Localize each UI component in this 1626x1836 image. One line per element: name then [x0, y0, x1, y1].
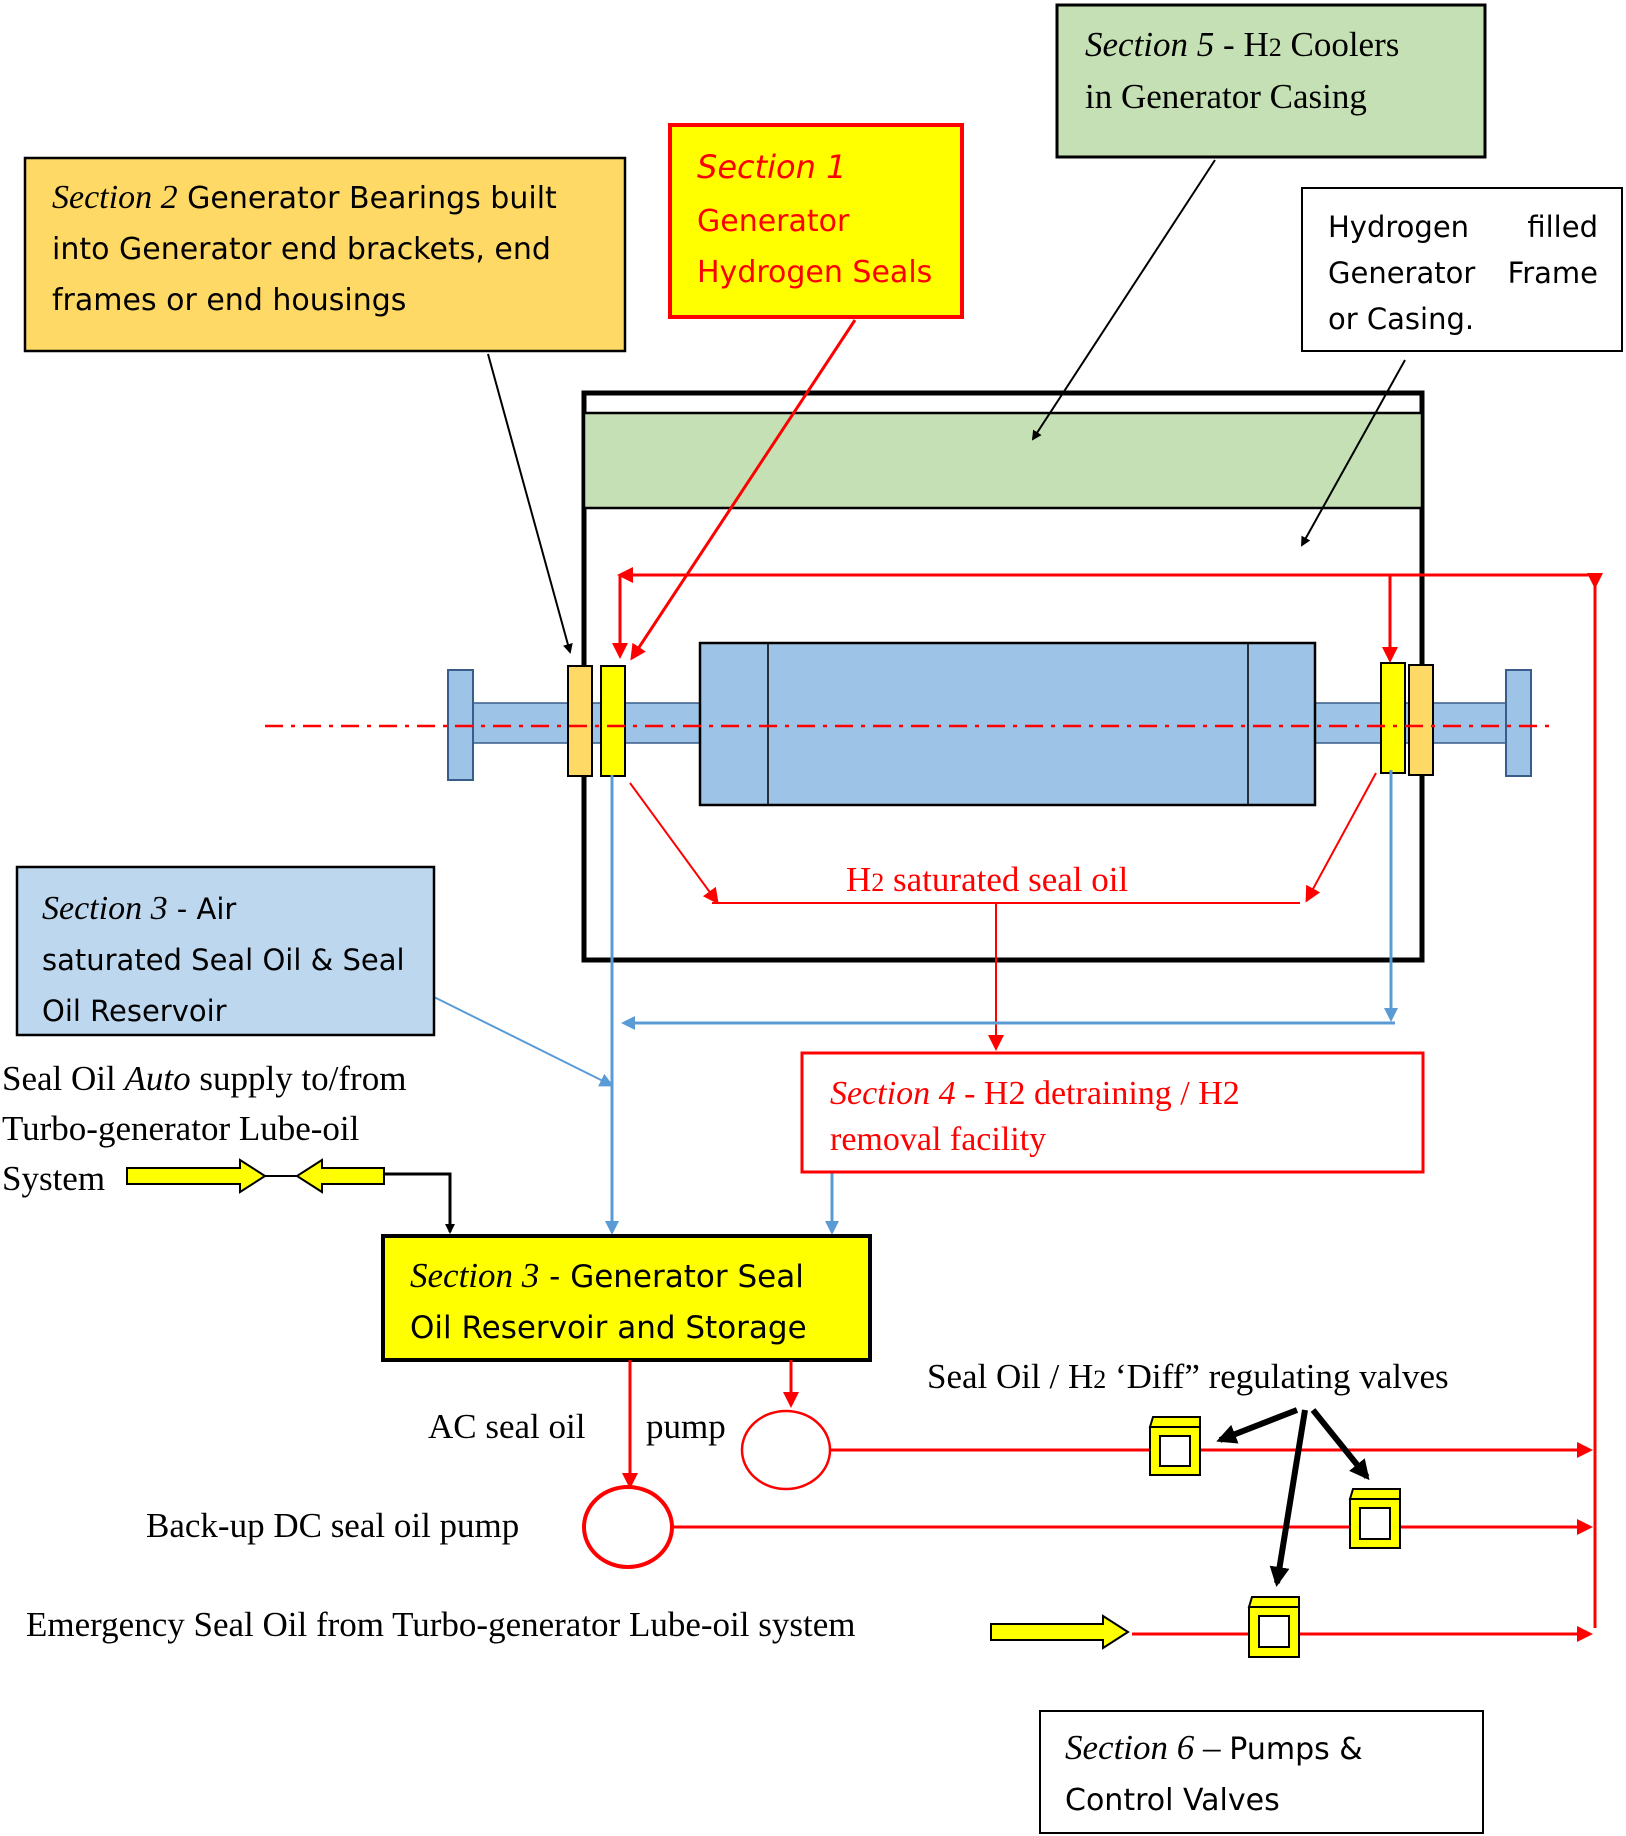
section3-air-tag: Section 3 — [42, 890, 168, 927]
svg-text:Frame: Frame — [1508, 256, 1598, 290]
svg-text:Hydrogen: Hydrogen — [1328, 210, 1469, 244]
regulating-valve-1 — [1148, 1416, 1201, 1476]
frame-label-arrow — [1301, 359, 1406, 547]
pump-lines — [622, 1360, 1593, 1642]
left-bearing — [567, 665, 593, 777]
auto-supply-feed — [384, 1172, 455, 1234]
svg-text:removal facility: removal facility — [830, 1121, 1046, 1158]
section3-air-arrow — [433, 996, 614, 1087]
dc-seal-oil-pump — [582, 1485, 674, 1569]
left-hydrogen-seal — [600, 665, 626, 777]
svg-text:Section 3 - Generator Seal: Section 3 - Generator Seal — [410, 1256, 804, 1295]
ac-seal-oil-pump — [740, 1409, 832, 1491]
svg-text:System: System — [2, 1159, 105, 1198]
ac-pump-label-a: AC seal oil — [428, 1407, 586, 1446]
regulating-valve-3 — [1247, 1596, 1300, 1658]
section4-box: Section 4 - H2 detraining / H2 removal f… — [800, 1051, 1425, 1174]
section1-box: Section 1 Generator Hydrogen Seals — [668, 123, 964, 319]
svg-text:Oil Reservoir: Oil Reservoir — [42, 994, 227, 1028]
svg-text:Section 2 Generator Bearings b: Section 2 Generator Bearings built — [52, 179, 557, 216]
auto-supply-out-arrow — [295, 1158, 385, 1194]
svg-text:filled: filled — [1527, 210, 1598, 244]
svg-text:Section 3 - Air: Section 3 - Air — [42, 890, 236, 927]
section5-arrow — [1031, 159, 1216, 441]
section5-box: Section 5 - H2 Coolers in Generator Casi… — [1055, 3, 1487, 159]
right-coupling — [1505, 669, 1532, 777]
auto-supply-label: Seal Oil Auto supply to/from Turbo-gener… — [2, 1059, 406, 1198]
section6-tag: Section 6 — [1065, 1728, 1195, 1767]
h2-saturated-seal-oil-label: H2 saturated seal oil — [846, 860, 1128, 899]
valves-label: Seal Oil / H2 ‘Diff” regulating valves — [927, 1357, 1449, 1396]
valve-pointer-arrows — [1216, 1407, 1370, 1587]
auto-supply-in-arrow — [126, 1158, 267, 1194]
generator-casing — [581, 390, 1425, 963]
emergency-label: Emergency Seal Oil from Turbo-generator … — [26, 1605, 855, 1644]
section3-res-tag: Section 3 — [410, 1256, 539, 1295]
section1-line2: Generator — [697, 204, 850, 239]
svg-text:Turbo-generator Lube-oil: Turbo-generator Lube-oil — [2, 1109, 360, 1148]
svg-text:Control Valves: Control Valves — [1065, 1783, 1280, 1818]
rotor-body — [698, 641, 1317, 807]
h2-coolers-band — [582, 411, 1424, 510]
section2-line2: into Generator end brackets, end — [52, 232, 551, 267]
seal-oil-supply-loop — [612, 567, 1603, 1628]
section1-line3: Hydrogen Seals — [697, 255, 932, 290]
svg-text:Section 5 - H2 Coolers: Section 5 - H2 Coolers — [1085, 25, 1399, 64]
section2-arrow — [487, 353, 573, 654]
svg-text:Seal Oil Auto supply to/from: Seal Oil Auto supply to/from — [2, 1059, 406, 1098]
svg-text:Generator: Generator — [1328, 256, 1475, 290]
frame-label-box: Hydrogen filled Generator Frame or Casin… — [1301, 187, 1623, 352]
svg-text:Section 4 - H2 detraining / H2: Section 4 - H2 detraining / H2 — [830, 1075, 1240, 1112]
section2-box: Section 2 Generator Bearings built into … — [23, 156, 627, 353]
section2-tag: Section 2 — [52, 179, 178, 216]
right-bearing — [1408, 664, 1434, 776]
section4-tag: Section 4 — [830, 1075, 956, 1112]
h2-saturated-drain — [629, 772, 1377, 1051]
section6-box: Section 6 – Pumps & Control Valves — [1039, 1710, 1484, 1834]
section2-line3: frames or end housings — [52, 283, 406, 318]
svg-text:Section 6 – Pumps &: Section 6 – Pumps & — [1065, 1728, 1363, 1767]
dc-pump-label: Back-up DC seal oil pump — [146, 1506, 519, 1545]
rotor-assembly — [265, 641, 1550, 807]
section5-line2: in Generator Casing — [1085, 77, 1367, 116]
right-hydrogen-seal — [1380, 662, 1406, 774]
emergency-arrow — [990, 1614, 1130, 1650]
svg-text:saturated Seal Oil & Seal: saturated Seal Oil & Seal — [42, 943, 405, 977]
air-side-drain — [605, 770, 1398, 1235]
ac-pump-label-b: pump — [646, 1407, 726, 1446]
section5-tag: Section 5 — [1085, 25, 1214, 64]
svg-text:or Casing.: or Casing. — [1328, 302, 1474, 336]
section1-tag: Section 1 — [697, 148, 846, 186]
section3-reservoir-box: Section 3 - Generator Seal Oil Reservoir… — [381, 1234, 872, 1362]
regulating-valve-2 — [1348, 1488, 1401, 1549]
section1-arrow — [630, 319, 857, 661]
svg-text:Oil Reservoir and Storage: Oil Reservoir and Storage — [410, 1310, 807, 1346]
section3-air-box: Section 3 - Air saturated Seal Oil & Sea… — [15, 865, 436, 1037]
